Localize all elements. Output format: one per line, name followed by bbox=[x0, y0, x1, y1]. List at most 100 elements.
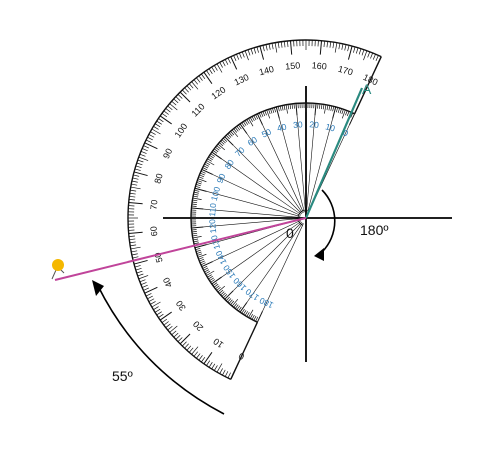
outer-scale-tick bbox=[372, 54, 376, 60]
inner-scale-tick bbox=[341, 109, 344, 115]
inner-scale-tick bbox=[223, 137, 228, 142]
inner-scale-tick bbox=[266, 109, 271, 119]
outer-scale-label: 80 bbox=[152, 172, 164, 184]
inner-scale-tick bbox=[281, 105, 284, 111]
outer-scale-tick bbox=[153, 306, 159, 310]
inner-scale-label: 40 bbox=[276, 121, 288, 133]
inner-scale-tick bbox=[272, 107, 275, 113]
outer-scale-tick bbox=[154, 123, 161, 128]
outer-scale-tick bbox=[145, 293, 152, 297]
outer-scale-tick bbox=[203, 352, 213, 365]
inner-scale-tick bbox=[204, 163, 210, 167]
inner-scale-tick bbox=[264, 110, 267, 116]
outer-scale-tick bbox=[165, 108, 171, 113]
inner-scale-tick bbox=[196, 251, 202, 254]
outer-scale-tick bbox=[268, 43, 271, 50]
inner-scale-tick bbox=[194, 187, 207, 192]
outer-scale-tick bbox=[158, 118, 164, 123]
inner-scale-tick bbox=[231, 298, 239, 307]
inner-scale-tick bbox=[211, 276, 222, 285]
inner-scale-label: 140 bbox=[213, 249, 228, 266]
outer-scale-tick bbox=[289, 40, 293, 55]
radial-guide-line bbox=[212, 220, 301, 262]
radial-guide-line bbox=[307, 118, 333, 213]
inner-scale-tick bbox=[256, 311, 263, 323]
outer-scale-tick bbox=[175, 335, 181, 340]
outer-scale-label: 20 bbox=[191, 319, 205, 333]
inner-scale-tick bbox=[253, 115, 257, 121]
inner-scale-tick bbox=[230, 130, 235, 136]
inner-scale-tick bbox=[209, 277, 214, 281]
outer-scale-tick bbox=[184, 87, 189, 93]
outer-scale-tick bbox=[151, 128, 161, 135]
inner-scale-tick bbox=[210, 153, 216, 157]
outer-scale-tick bbox=[238, 52, 242, 59]
inner-scale-tick bbox=[238, 124, 242, 130]
outer-scale-tick bbox=[227, 57, 231, 64]
inner-scale-label: 50 bbox=[260, 126, 273, 139]
outer-scale-tick bbox=[130, 246, 141, 250]
inner-scale-tick bbox=[192, 201, 198, 204]
outer-scale-tick bbox=[344, 44, 347, 51]
angle-55-label: 55º bbox=[112, 368, 133, 384]
outer-scale-tick bbox=[250, 48, 254, 55]
inner-scale-tick bbox=[198, 176, 204, 179]
radial-guide-line bbox=[203, 218, 301, 228]
inner-scale-label: 100 bbox=[209, 185, 222, 202]
outer-scale-label: 140 bbox=[258, 64, 275, 78]
outer-scale-tick bbox=[140, 150, 147, 154]
inner-scale-tick bbox=[268, 109, 271, 115]
outer-scale-tick bbox=[230, 366, 238, 380]
outer-scale-tick bbox=[161, 113, 168, 118]
inner-scale-tick bbox=[203, 165, 209, 169]
inner-scale-tick bbox=[192, 234, 198, 237]
outer-scale-tick bbox=[188, 347, 194, 353]
inner-scale-tick bbox=[196, 182, 202, 185]
outer-scale-tick bbox=[167, 105, 173, 111]
center-label: 0 bbox=[286, 225, 294, 241]
outer-scale-tick bbox=[143, 145, 150, 149]
radial-guide-line bbox=[232, 144, 302, 214]
point-marker-dot bbox=[52, 259, 64, 271]
inner-scale-tick bbox=[221, 139, 226, 144]
inner-scale-tick bbox=[194, 189, 200, 192]
outer-scale-tick bbox=[374, 56, 382, 70]
outer-scale-tick bbox=[206, 360, 211, 366]
point-a-label: A bbox=[362, 81, 372, 97]
outer-scale-tick bbox=[355, 47, 359, 54]
outer-scale-tick bbox=[156, 311, 162, 316]
inner-scale-tick bbox=[239, 123, 248, 134]
outer-scale-tick bbox=[256, 46, 259, 53]
outer-scale-label: 10 bbox=[211, 336, 225, 350]
inner-scale-label: 80 bbox=[222, 157, 236, 171]
inner-scale-tick bbox=[320, 104, 323, 110]
outer-scale-tick bbox=[142, 148, 148, 152]
inner-scale-tick bbox=[295, 103, 298, 116]
outer-scale-tick bbox=[151, 301, 161, 308]
outer-scale-label: 160 bbox=[311, 60, 327, 71]
inner-scale-tick bbox=[335, 107, 339, 113]
outer-scale-tick bbox=[169, 325, 178, 333]
outer-scale-tick bbox=[253, 47, 257, 54]
inner-scale-tick bbox=[191, 231, 197, 233]
outer-scale-tick bbox=[184, 343, 189, 349]
outer-scale-tick bbox=[171, 330, 177, 336]
outer-scale-tick bbox=[177, 337, 183, 342]
inner-scale-tick bbox=[293, 103, 295, 109]
outer-scale-tick bbox=[287, 40, 289, 47]
outer-scale-tick bbox=[191, 81, 199, 90]
inner-scale-tick bbox=[197, 253, 203, 256]
outer-scale-tick bbox=[153, 126, 159, 130]
inner-scale-tick bbox=[337, 107, 340, 113]
outer-scale-tick bbox=[175, 96, 181, 101]
outer-scale-tick bbox=[367, 51, 371, 58]
outer-scale-tick bbox=[140, 282, 147, 286]
outer-scale-tick bbox=[144, 286, 158, 294]
inner-scale-tick bbox=[253, 315, 257, 321]
outer-scale-tick bbox=[326, 41, 329, 48]
outer-scale-tick bbox=[129, 192, 136, 195]
outer-scale-tick bbox=[135, 165, 142, 169]
outer-scale-tick bbox=[283, 41, 286, 48]
outer-scale-tick bbox=[132, 177, 139, 180]
outer-scale-tick bbox=[222, 60, 226, 67]
